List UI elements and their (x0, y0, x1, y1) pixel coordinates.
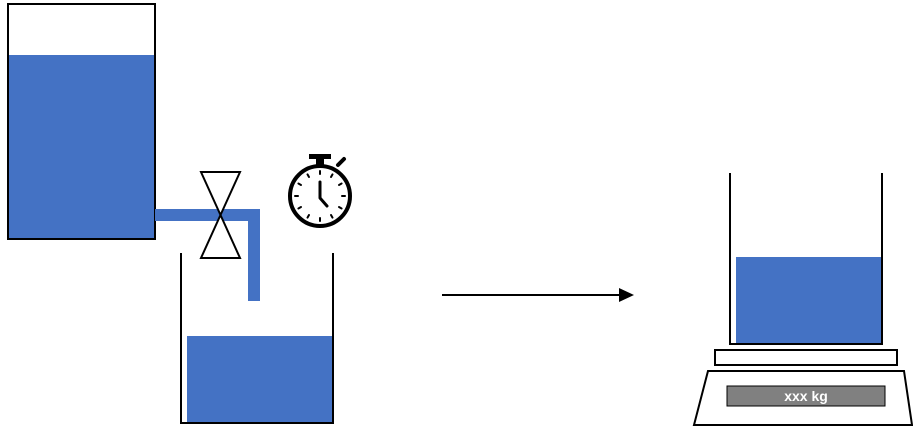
weighed-beaker-outline (729, 173, 883, 345)
outlet-pipe (155, 209, 260, 301)
supply-tank-water (8, 55, 155, 239)
supply-tank (7, 3, 156, 240)
supply-tank-outline (7, 3, 156, 240)
weighed-beaker-water (736, 257, 881, 344)
arrow-right-icon (442, 288, 634, 302)
collection-beaker-water (187, 336, 332, 423)
stopwatch-icon (288, 154, 352, 228)
scale-platform (714, 349, 898, 366)
collection-beaker-outline (180, 253, 334, 424)
weighed-beaker (729, 173, 883, 345)
valve-icon (199, 171, 242, 259)
collection-beaker (180, 253, 334, 424)
scale-display-text: xxx kg (784, 388, 828, 404)
scale-icon: xxx kg (692, 349, 913, 426)
scale-display (726, 385, 886, 407)
